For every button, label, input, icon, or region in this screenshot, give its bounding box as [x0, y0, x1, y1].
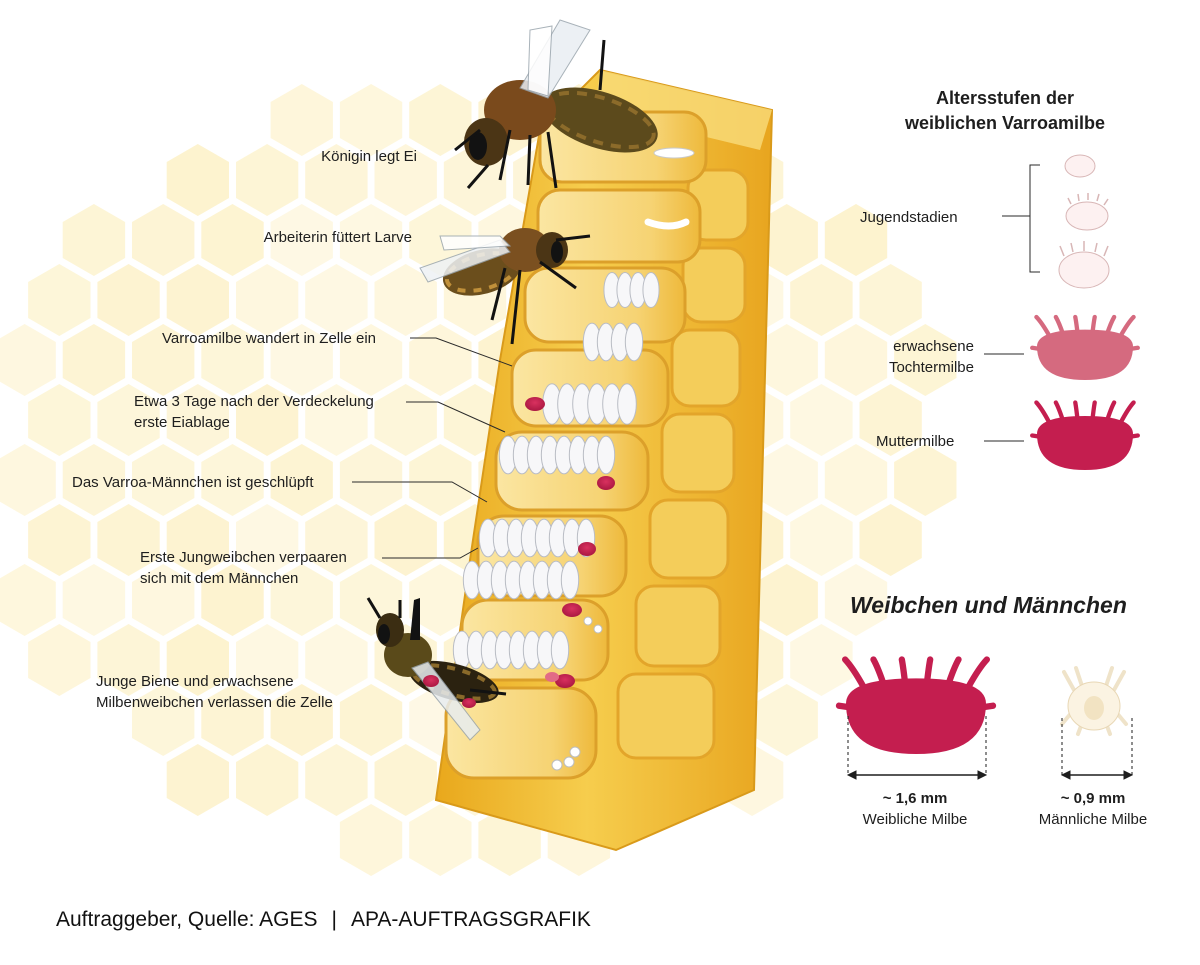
female-caption: ~ 1,6 mm Weibliche Milbe	[840, 788, 990, 830]
egg	[654, 148, 694, 158]
label-mite-enters-cell: Varroamilbe wandert in Zelle ein	[162, 328, 376, 349]
label-mating: Erste Jungweibchen verpaaren sich mit de…	[140, 547, 347, 589]
label-juvenile-stages: Jugendstadien	[860, 207, 958, 228]
juvenile-mite-2	[1066, 193, 1108, 230]
label-first-egg-laying: Etwa 3 Tage nach der Verdeckelung erste …	[134, 391, 374, 433]
mite-in-cell-1	[525, 397, 545, 411]
female-mite-body	[846, 678, 986, 754]
label-adult-daughter: erwachsene Tochtermilbe	[860, 336, 974, 378]
label-leave-cell: Junge Biene und erwachsene Milbenweibche…	[96, 671, 333, 713]
larva-segment	[561, 561, 578, 599]
mite-in-cell-4	[562, 603, 582, 617]
male-mite	[1062, 668, 1126, 734]
label-male-hatched: Das Varroa-Männchen ist geschlüpft	[72, 472, 314, 493]
footer-source-text: Auftraggeber, Quelle: AGES	[56, 908, 318, 931]
larva-segment	[618, 384, 637, 425]
larva-segment	[597, 436, 614, 474]
mite-in-cell-3	[578, 542, 596, 556]
larva-segment	[551, 631, 568, 669]
label-worker-feeds-larva: Arbeiterin füttert Larve	[220, 227, 412, 248]
female-mite-large	[839, 660, 993, 755]
mite-in-cell-2	[597, 476, 615, 490]
age-stages-title: Altersstufen der weiblichen Varroamilbe	[870, 86, 1140, 136]
adult-daughter-mite	[1032, 317, 1138, 380]
mother-mite-body	[1037, 416, 1133, 470]
juvenile-mite-1	[1065, 155, 1095, 177]
footer-credit: APA-AUFTRAGSGRAFIK	[351, 908, 591, 931]
young-larva	[648, 222, 686, 226]
sex-comparison-title: Weibchen und Männchen	[850, 592, 1127, 619]
male-caption: ~ 0,9 mm Männliche Milbe	[1026, 788, 1160, 830]
daughter-mite-body	[1037, 330, 1133, 380]
mother-mite	[1032, 403, 1138, 471]
label-mother-mite: Muttermilbe	[876, 431, 954, 452]
juvenile-mite-3	[1059, 241, 1109, 288]
larva-segment	[643, 272, 659, 307]
larva-segment	[625, 323, 642, 361]
label-queen-lays-egg: Königin legt Ei	[250, 146, 417, 167]
footer-source: Auftraggeber, Quelle: AGES | APA-AUFTRAGSG…	[56, 908, 591, 932]
footer-separator: |	[332, 908, 337, 931]
